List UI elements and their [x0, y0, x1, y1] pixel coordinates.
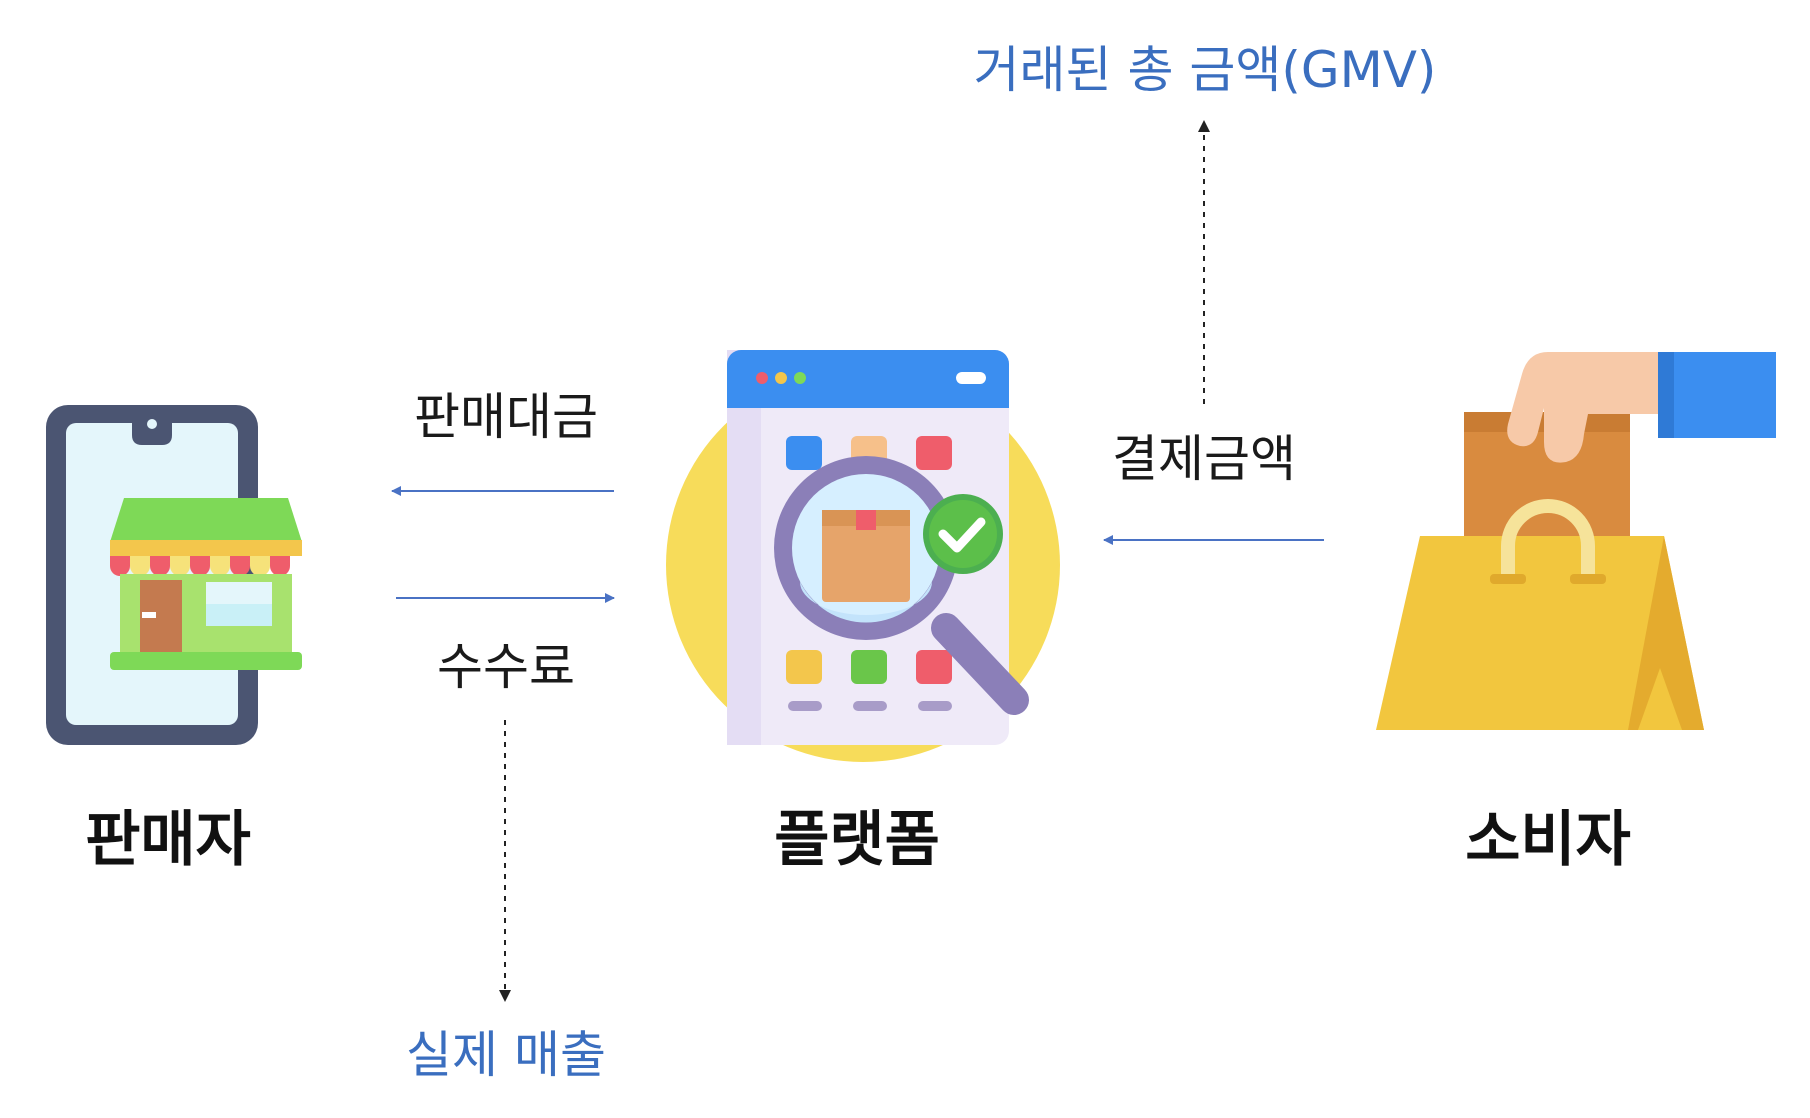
- shopping-bag-hand-icon: [1376, 352, 1776, 730]
- marketplace-search-icon: [666, 350, 1060, 762]
- gmv-metric-label: 거래된 총 금액(GMV): [973, 41, 1437, 99]
- platform-label: 플랫폼: [774, 805, 940, 875]
- sales-proceeds-label: 판매대금: [414, 388, 598, 446]
- consumer-label: 소비자: [1465, 805, 1631, 875]
- actual-revenue-label: 실제 매출: [406, 1026, 606, 1084]
- seller-label: 판매자: [85, 805, 251, 875]
- smartphone-store-icon: [46, 405, 302, 745]
- fee-label: 수수료: [437, 638, 575, 696]
- payment-amount-label: 결제금액: [1112, 430, 1296, 488]
